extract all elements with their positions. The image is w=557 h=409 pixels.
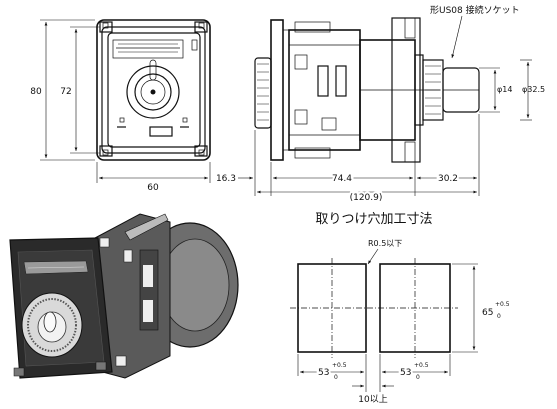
dim-body-74-4: 74.4	[332, 174, 352, 184]
tol-height-plus: +0.5	[495, 301, 510, 308]
tol-width-2-zero: 0	[416, 374, 420, 381]
cutout-title: 取りつけ穴加工寸法	[315, 212, 432, 227]
product-photo	[9, 213, 239, 379]
corner-radius-note: R0.5以下	[368, 239, 402, 248]
dim-width-60: 60	[147, 183, 159, 193]
tol-width-2-plus: +0.5	[414, 362, 429, 369]
dim-cutout-width-2: 53	[400, 368, 411, 378]
tol-height-zero: 0	[497, 313, 501, 320]
dim-gap-10: 10以上	[358, 394, 387, 405]
panel-cutout: 取りつけ穴加工寸法 R0.5以下 65 +0.5 0 53 +0.5 0 53 …	[290, 212, 510, 405]
dim-diameter-32-5: φ32.5	[522, 85, 545, 94]
side-view: 形US08 接続ソケット φ14 φ32.5 16.3 74.4 30.2 (1…	[216, 4, 545, 205]
dim-flange-16-3: 16.3	[216, 174, 236, 184]
front-view: 80 72 60	[30, 19, 211, 193]
front-flange	[270, 19, 284, 161]
tol-width-1-zero: 0	[334, 374, 338, 381]
front-face	[107, 32, 201, 148]
dim-cutout-height: 65	[482, 308, 493, 318]
setting-dial	[126, 65, 180, 119]
dim-inner-height-72: 72	[60, 87, 71, 97]
timer-body	[288, 29, 361, 151]
dim-height-80: 80	[30, 87, 42, 97]
dim-total-120-9: (120.9)	[350, 193, 383, 203]
dim-diameter-14: φ14	[497, 85, 512, 94]
knob-side	[254, 57, 272, 129]
dim-cutout-width-1: 53	[318, 368, 329, 378]
socket-label: 形US08 接続ソケット	[430, 4, 520, 16]
dim-socket-30-2: 30.2	[438, 174, 458, 184]
tol-width-1-plus: +0.5	[332, 362, 347, 369]
front-body	[96, 19, 211, 161]
